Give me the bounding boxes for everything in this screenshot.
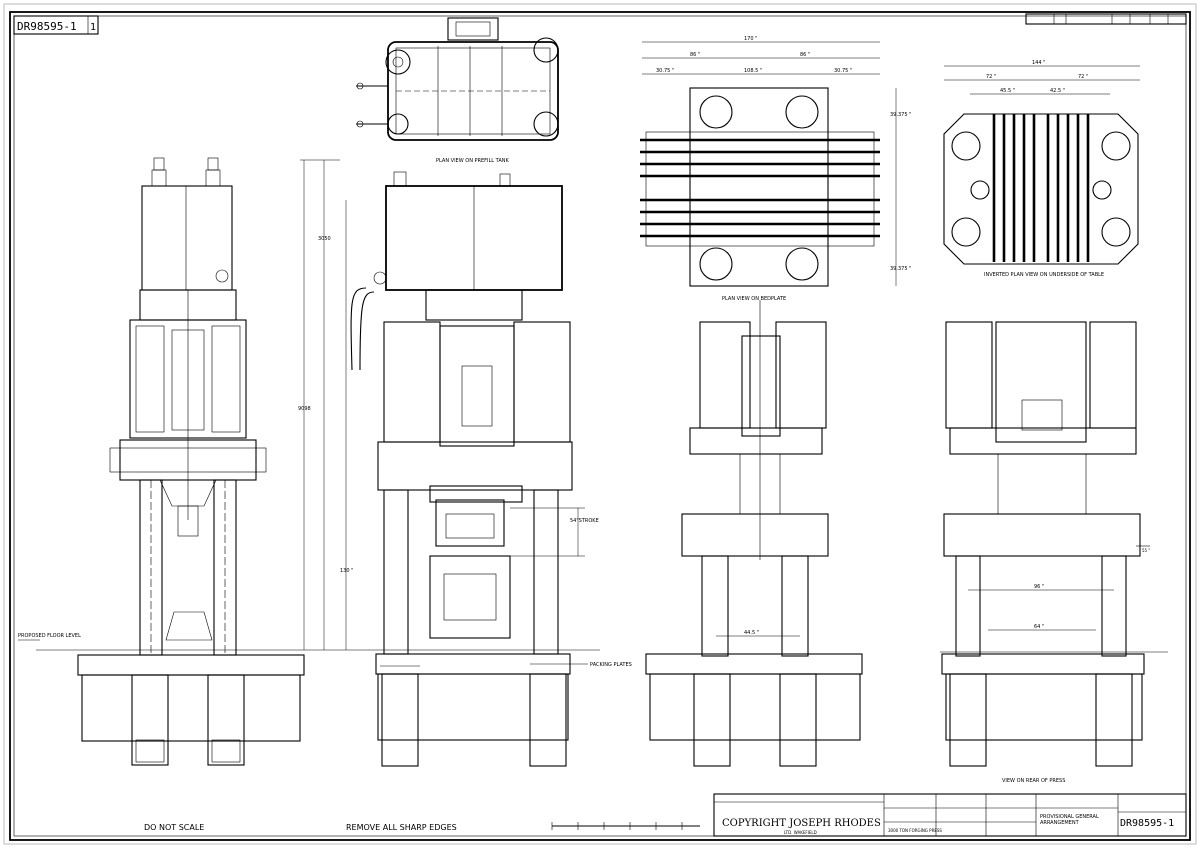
copyright-text: COPYRIGHT JOSEPH RHODES [722,818,881,829]
revision-table [1025,13,1187,25]
dim-64: 64 " [1034,624,1044,630]
bottom-notes: DO NOT SCALE REMOVE ALL SHARP EDGES [144,822,700,832]
left-side-elevation: PROPOSED FLOOR LEVEL [18,157,600,766]
dim-144: 144 " [1032,60,1045,66]
overall-height-dimensions: 3050 9098 130 " [298,159,353,650]
sharp-edges-note: REMOVE ALL SHARP EDGES [346,823,457,832]
stroke-label: 54"STROKE [570,518,599,524]
dim-445: 44.5 " [744,630,759,636]
dim-3075a: 30.75 " [656,68,674,74]
title-line-1: PROVISIONAL GENERAL [1040,814,1099,820]
dim-39375a: 39.375 " [890,112,911,118]
drawing-number-box: DR98595-1 1 [13,15,99,35]
dim-170: 170 " [744,36,757,42]
bedplate-hatch [640,138,880,238]
bedplate-caption: PLAN VIEW ON BEDPLATE [722,296,786,302]
dim-86b: 86 " [800,52,810,58]
rear-caption: VIEW ON REAR OF PRESS [1002,778,1065,784]
dim-455: 45.5 " [1000,88,1015,94]
front-elevation: 54"STROKE PACKING PLATES [350,171,632,767]
dim-86a: 86 " [690,52,700,58]
sheet-border [3,3,1197,845]
underside-caption: INVERTED PLAN VIEW ON UNDERSIDE OF TABLE [984,272,1104,278]
floor-level-label: PROPOSED FLOOR LEVEL [18,633,81,639]
prefill-tank-plan-view: PLAN VIEW ON PREFILL TANK [356,17,559,164]
do-not-scale-note: DO NOT SCALE [144,823,204,832]
packing-plates-label: PACKING PLATES [590,662,632,668]
dim-72b: 72 " [1078,74,1088,80]
sheet-mark: 1 [90,22,96,33]
dim-96: 96 " [1034,584,1044,590]
prefill-tank-caption: PLAN VIEW ON PREFILL TANK [436,158,510,164]
dim-3050: 3050 [318,236,331,242]
dim-425: 42.5 " [1050,88,1065,94]
dim-1085: 108.5 " [744,68,762,74]
dim-39375b: 39.375 " [890,266,911,272]
underside-hatch [992,114,1090,262]
underside-table-plan-view: 144 " 72 " 72 " 45.5 " 42.5 " INVERTED P… [943,60,1140,278]
dim-9098: 9098 [298,406,311,412]
rear-elevation: 96 " 64 " 55 " VIEW ON REAR OF PRESS [940,321,1168,784]
title-line-2: ARRANGEMENT [1040,820,1080,826]
company-subtext: LTD. WAKEFIELD [784,830,817,835]
press-description: 3000 TON FORGING PRESS [888,828,942,833]
title-block-drawing-number: DR98595-1 [1120,818,1174,829]
dim-130: 130 " [340,568,353,574]
dim-3075b: 30.75 " [834,68,852,74]
drawing-number-topleft: DR98595-1 [17,20,77,33]
title-block: COPYRIGHT JOSEPH RHODES LTD. WAKEFIELD 3… [713,793,1187,837]
dim-55: 55 " [1142,548,1150,553]
third-elevation: 44.5 " [645,300,863,767]
bedplate-plan-view: 170 " 86 " 86 " 30.75 " 108.5 " 30.75 " … [640,36,911,302]
dim-72a: 72 " [986,74,996,80]
